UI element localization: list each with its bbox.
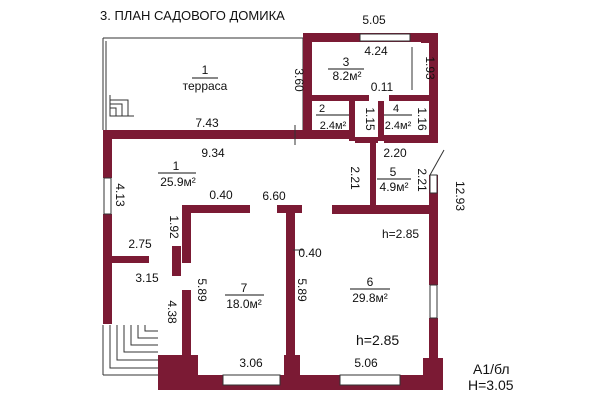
- dim-743: 7.43: [195, 116, 219, 130]
- stamp-line-2: Н=3.05: [468, 377, 514, 393]
- dimension-lines: [293, 47, 413, 251]
- dim-221-right: 2.21: [415, 168, 429, 192]
- dim-306: 3.06: [239, 356, 263, 370]
- dim-193: 1.93: [423, 56, 437, 80]
- dim-438: 4.38: [165, 300, 179, 324]
- room-1-area: 25.9м²: [160, 175, 196, 189]
- room-5-number: 5: [390, 165, 397, 179]
- dim-275: 2.75: [128, 237, 152, 251]
- dim-934: 9.34: [201, 146, 225, 160]
- room-4-area: 2.4м²: [385, 120, 412, 132]
- dim-1293: 12.93: [453, 181, 467, 211]
- room-6-area: 29.8м²: [352, 291, 388, 305]
- room-4-number: 4: [393, 103, 399, 115]
- dim-315: 3.15: [135, 271, 159, 285]
- room-3-area: 8.2м²: [333, 69, 362, 83]
- dim-589-mid: 5.89: [295, 278, 309, 302]
- room-1-terrace-name: терраса: [183, 79, 228, 93]
- dim-040-mid: 0.40: [298, 246, 322, 260]
- room-6-number: 6: [367, 275, 374, 289]
- dim-589-left: 5.89: [195, 278, 209, 302]
- lower-height: h=2.85: [356, 332, 399, 348]
- room-2-area: 2.4м²: [320, 120, 347, 132]
- plan-title: 3. ПЛАН САДОВОГО ДОМИКА: [100, 8, 285, 23]
- dim-413: 4.13: [113, 183, 127, 207]
- dim-192: 1.92: [167, 215, 181, 239]
- dim-505: 5.05: [362, 13, 386, 27]
- dim-040-top: 0.40: [209, 188, 233, 202]
- dim-424: 4.24: [364, 44, 388, 58]
- room-7-area: 18.0м²: [226, 297, 262, 311]
- stamp-line-1: А1/бл: [473, 361, 510, 377]
- dim-221-left: 2.21: [348, 166, 362, 190]
- dim-506: 5.06: [354, 356, 378, 370]
- dim-115: 1.15: [363, 107, 377, 131]
- room-3-number: 3: [343, 55, 350, 69]
- dim-011: 0.11: [371, 80, 394, 94]
- dim-360: 3.60: [292, 68, 306, 92]
- dimensions: 5.05 4.24 1.93 3.60 7.43 0.11 1.15 1.16 …: [113, 13, 467, 370]
- dim-660: 6.60: [262, 189, 286, 203]
- entrance-stairs: [102, 325, 158, 376]
- room-2-number: 2: [319, 103, 325, 115]
- dim-220: 2.20: [383, 146, 407, 160]
- room-1-terrace-number: 1: [202, 63, 209, 77]
- room-7-number: 7: [241, 281, 248, 295]
- dim-116: 1.16: [415, 107, 429, 131]
- walls: [103, 33, 443, 390]
- terrace-stairs: [109, 95, 134, 117]
- windows: [103, 33, 445, 386]
- room-6-height: h=2.85: [382, 227, 419, 241]
- room-1-number: 1: [173, 159, 180, 173]
- room-5-area: 4.9м²: [380, 180, 409, 194]
